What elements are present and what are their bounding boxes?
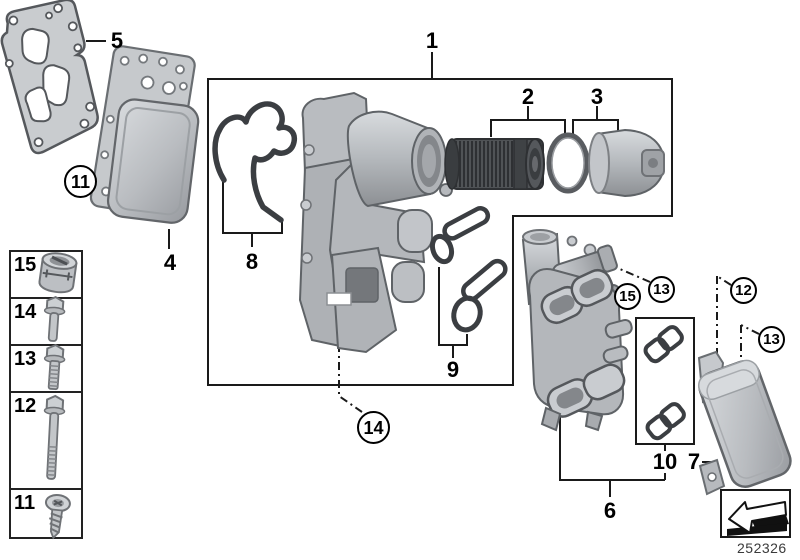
legend-cell-13 bbox=[9, 344, 83, 393]
part-label-1[interactable]: 1 bbox=[425, 28, 439, 53]
bracket-9 bbox=[438, 267, 468, 358]
callout-15[interactable]: 15 bbox=[614, 283, 641, 310]
drawing-number: 252326 bbox=[737, 540, 787, 556]
hex-bolt-icon bbox=[43, 295, 66, 342]
part-label-10[interactable]: 10 bbox=[652, 449, 678, 474]
profile-gaskets-9 bbox=[429, 206, 508, 333]
callout-13b[interactable]: 13 bbox=[758, 326, 785, 353]
bracket-2 bbox=[490, 106, 566, 137]
part-label-6[interactable]: 6 bbox=[603, 498, 617, 523]
part-label-3[interactable]: 3 bbox=[590, 84, 604, 109]
part-label-2[interactable]: 2 bbox=[521, 84, 535, 109]
part-label-9[interactable]: 9 bbox=[446, 357, 460, 382]
filter-cap-3 bbox=[588, 128, 666, 198]
hex-bolt-threaded-icon bbox=[43, 343, 66, 391]
heat-exchanger-4 bbox=[89, 45, 200, 224]
legend-table bbox=[9, 250, 83, 540]
bracket-8 bbox=[222, 182, 283, 247]
info-stamp-box bbox=[720, 489, 791, 538]
long-hex-bolt-icon bbox=[43, 394, 66, 480]
part-label-4[interactable]: 4 bbox=[163, 250, 177, 275]
part-label-7[interactable]: 7 bbox=[687, 449, 701, 474]
legend-number-12[interactable]: 12 bbox=[14, 395, 37, 417]
gasket-box-10 bbox=[635, 317, 695, 445]
bracket-6 bbox=[559, 417, 665, 497]
sealing-plug-icon bbox=[38, 252, 78, 294]
callout-14-target bbox=[326, 292, 352, 306]
legend-cell-11 bbox=[9, 488, 83, 539]
direction-arrow-icon bbox=[727, 501, 789, 536]
part-label-5[interactable]: 5 bbox=[110, 28, 124, 53]
assembly-box-1 bbox=[207, 78, 673, 386]
oil-filter-element-2 bbox=[444, 138, 545, 190]
self-tapping-screw-icon bbox=[44, 493, 71, 540]
leader-13b bbox=[740, 324, 760, 361]
oil-filter-housing-1 bbox=[298, 91, 453, 354]
legend-number-11[interactable]: 11 bbox=[14, 492, 36, 514]
callout-13a[interactable]: 13 bbox=[648, 276, 675, 303]
legend-number-14[interactable]: 14 bbox=[14, 301, 37, 323]
callout-11[interactable]: 11 bbox=[64, 165, 97, 198]
part-label-8[interactable]: 8 bbox=[245, 249, 259, 274]
bracket-3 bbox=[572, 106, 619, 137]
callout-12[interactable]: 12 bbox=[730, 277, 757, 304]
profile-gasket-8 bbox=[212, 101, 298, 223]
callout-14[interactable]: 14 bbox=[357, 411, 390, 444]
legend-number-13[interactable]: 13 bbox=[14, 348, 37, 370]
oil-filter-housing-6 bbox=[521, 229, 633, 432]
gaskets-10 bbox=[643, 325, 686, 441]
legend-number-15[interactable]: 15 bbox=[14, 254, 37, 276]
flat-gasket-5 bbox=[0, 0, 99, 155]
leader-13a bbox=[591, 256, 651, 283]
heat-exchanger-7 bbox=[697, 350, 792, 496]
o-ring-seal bbox=[546, 132, 590, 194]
